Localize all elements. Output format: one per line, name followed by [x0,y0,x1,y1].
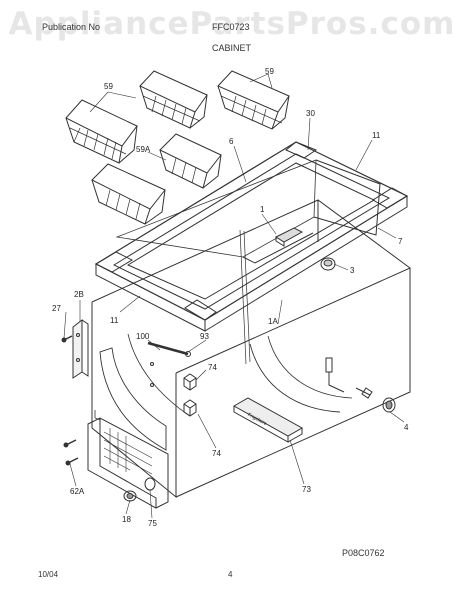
label-30: 30 [306,109,315,118]
label-93: 93 [200,332,209,341]
publication-label: Publication No [42,22,101,32]
label-7: 7 [398,237,403,246]
label-2B: 2B [74,290,84,299]
grille-kickplate [87,410,169,509]
basket-59A-lower [91,163,166,225]
label-11-left: 11 [110,316,119,325]
basket-59-left [65,99,138,164]
label-1: 1 [260,205,265,214]
wire-guide [147,341,191,357]
thermostat-knob [320,257,336,271]
footer-page: 4 [228,570,233,579]
leader-lines [63,73,405,519]
label-11-right: 11 [372,131,381,140]
basket-59-right [217,70,290,130]
label-59-right: 59 [265,67,274,76]
label-27: 27 [52,304,61,313]
drain-assembly [325,357,373,399]
basket-59A-upper [159,133,222,189]
nameplate [232,397,304,443]
label-1A: 1A [268,317,278,326]
screw-27 [61,335,73,343]
label-73: 73 [302,485,311,494]
label-3: 3 [350,266,355,275]
figure-code: P08C0762 [342,548,385,558]
block-74-upper [183,373,197,391]
label-74-lower: 74 [212,449,221,458]
label-6: 6 [229,137,234,146]
block-74-lower [183,399,197,417]
footer-date: 10/04 [38,570,59,579]
label-100: 100 [136,332,150,341]
label-62A: 62A [70,487,85,496]
label-59A: 59A [136,145,151,154]
lid-frame [94,141,409,332]
basket-59-middle [139,70,208,129]
label-74-upper: 74 [208,363,217,372]
label-4: 4 [404,423,409,432]
section-title: CABINET [212,43,252,53]
drain-plug [382,397,396,413]
callout-labels: 59 59 59A 6 30 11 1 7 3 2B 27 11 100 93 … [52,67,409,528]
label-59-left: 59 [104,82,113,91]
cabinet-body [91,199,411,499]
model-number: FFC0723 [212,22,250,32]
lid-handle [274,227,304,247]
label-18: 18 [122,515,131,524]
screws-62A [63,439,79,466]
label-75: 75 [148,519,157,528]
cabinet-liner [115,159,381,264]
watermark: AppliancePartsPros.com [8,6,456,42]
hinge-bracket [72,318,89,379]
